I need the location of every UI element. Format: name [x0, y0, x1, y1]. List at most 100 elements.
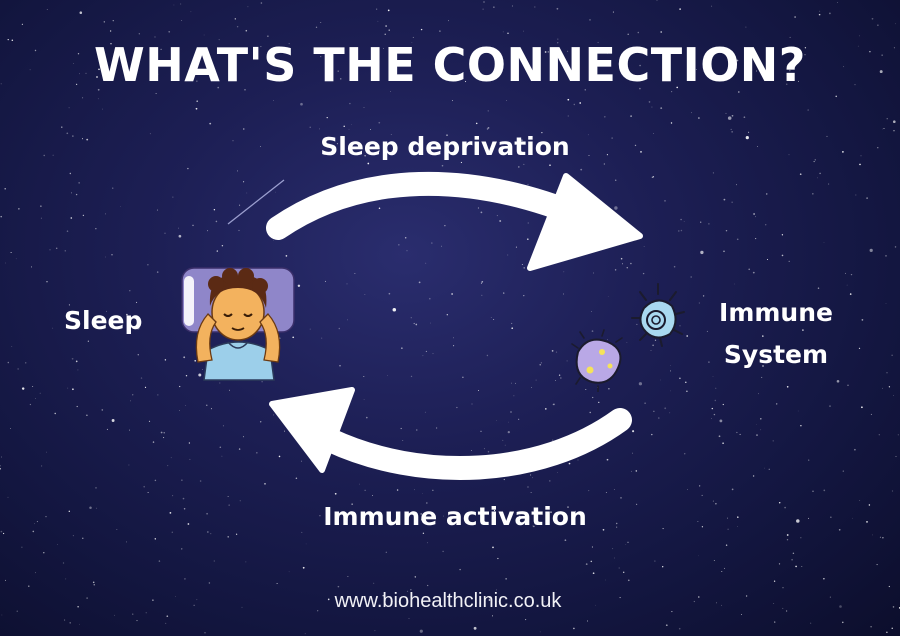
star — [402, 440, 404, 441]
star — [620, 257, 623, 260]
star — [112, 20, 114, 22]
star — [158, 560, 161, 562]
star — [616, 526, 618, 528]
star — [708, 223, 710, 225]
star — [755, 238, 757, 240]
star — [256, 452, 258, 454]
star — [382, 48, 384, 50]
star — [588, 155, 590, 156]
star — [894, 246, 897, 248]
star — [288, 43, 290, 45]
star — [634, 144, 637, 147]
star — [441, 245, 442, 247]
star — [702, 295, 705, 297]
star — [260, 2, 263, 4]
star — [337, 70, 339, 72]
star — [614, 206, 618, 210]
star — [589, 411, 591, 414]
star — [796, 519, 800, 523]
star — [78, 182, 80, 184]
star — [54, 412, 56, 415]
star — [539, 631, 541, 633]
star — [87, 340, 89, 342]
star — [836, 379, 840, 383]
star — [175, 596, 176, 597]
star — [737, 91, 740, 93]
star — [72, 135, 74, 137]
star — [242, 436, 245, 438]
star — [69, 172, 71, 175]
star — [36, 521, 38, 523]
star — [788, 154, 790, 156]
star — [64, 250, 66, 252]
star — [239, 204, 241, 206]
star — [698, 117, 700, 119]
star — [792, 552, 795, 555]
star — [555, 380, 556, 381]
star — [736, 238, 739, 241]
star — [67, 387, 69, 389]
star — [283, 430, 286, 432]
star — [885, 303, 887, 304]
star — [239, 500, 241, 502]
star — [172, 495, 174, 497]
star — [614, 557, 615, 559]
star — [879, 536, 881, 538]
star — [364, 155, 366, 157]
star — [164, 232, 166, 234]
star — [442, 550, 444, 553]
star — [347, 575, 349, 578]
star — [778, 563, 781, 565]
star — [181, 479, 183, 481]
star — [193, 604, 195, 606]
star — [324, 280, 326, 282]
star — [523, 267, 525, 269]
star — [157, 394, 159, 396]
star — [715, 503, 717, 505]
star — [539, 364, 541, 366]
star — [654, 560, 656, 562]
star — [18, 208, 20, 210]
star — [114, 614, 116, 616]
star — [819, 10, 821, 12]
page-title: WHAT'S THE CONNECTION? — [93, 38, 806, 92]
star — [187, 167, 189, 170]
star — [635, 503, 638, 506]
star — [536, 148, 538, 150]
star — [817, 287, 820, 289]
star — [715, 387, 717, 389]
star — [893, 120, 896, 123]
star — [429, 297, 431, 300]
star — [517, 70, 519, 72]
star — [320, 56, 322, 58]
star — [527, 486, 529, 488]
star — [503, 292, 505, 294]
star — [762, 335, 764, 337]
star — [814, 159, 816, 161]
star — [106, 310, 107, 312]
star — [638, 382, 643, 386]
star — [210, 533, 212, 535]
star — [273, 100, 274, 102]
star — [475, 122, 478, 125]
star — [566, 360, 568, 362]
star — [656, 0, 658, 1]
star — [473, 626, 477, 630]
star — [481, 280, 484, 283]
star — [340, 78, 342, 80]
star — [492, 546, 494, 549]
star — [587, 620, 588, 622]
star — [893, 47, 895, 49]
star — [45, 516, 47, 518]
star — [260, 46, 262, 48]
star — [664, 407, 667, 410]
star — [278, 455, 281, 458]
star — [711, 5, 713, 7]
star — [556, 7, 559, 10]
star — [606, 154, 608, 156]
star — [540, 362, 542, 364]
star — [764, 467, 766, 469]
star — [105, 213, 107, 215]
star — [62, 562, 65, 564]
star — [652, 344, 654, 347]
